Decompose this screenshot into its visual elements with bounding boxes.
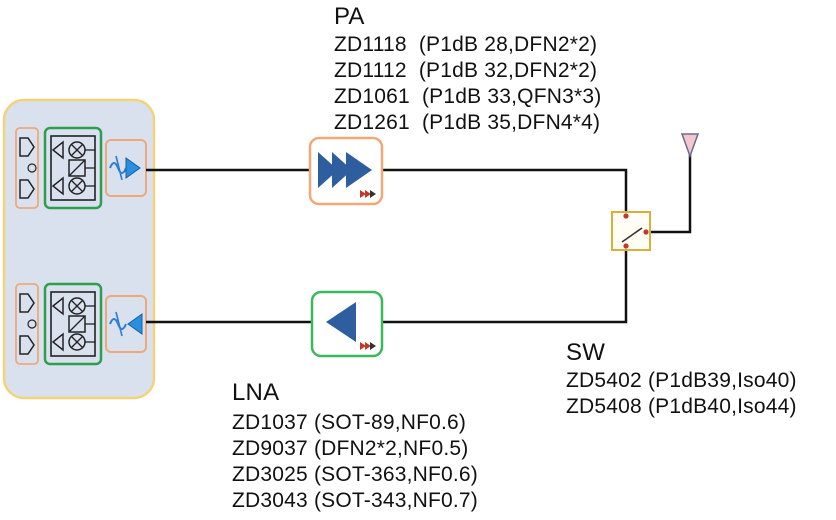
wires [146,152,692,324]
sw-part: ZD5408 (P1dB40,Iso44) [566,395,797,418]
pa-part: ZD1261 (P1dB 35,DFN4*4) [334,111,601,134]
lna-part: ZD3043 (SOT-343,NF0.7) [232,489,478,512]
sw-title: SW [566,339,606,366]
lna-part-list: ZD1037 (SOT-89,NF0.6) ZD9037 (DFN2*2,NF0… [232,410,478,514]
lna-amplifier-icon [310,290,384,358]
lna-part: ZD9037 (DFN2*2,NF0.5) [232,437,469,460]
switch-icon [611,211,651,251]
sw-part-list: ZD5402 (P1dB39,Iso40) ZD5408 (P1dB40,Iso… [566,368,797,420]
pa-part-list: ZD1118 (P1dB 28,DFN2*2) ZD1112 (P1dB 32,… [334,32,601,136]
transceiver-block [2,98,156,400]
lna-title: LNA [232,379,280,406]
pa-part: ZD1118 (P1dB 28,DFN2*2) [334,33,598,56]
sw-part: ZD5402 (P1dB39,Iso40) [566,369,797,392]
filter-rx-icon [105,295,147,353]
lna-part: ZD3025 (SOT-363,NF0.6) [232,463,478,486]
filter-tx-icon [105,139,147,197]
lna-part: ZD1037 (SOT-89,NF0.6) [232,411,467,434]
pa-part: ZD1061 (P1dB 33,QFN3*3) [334,85,602,108]
antenna-icon [680,133,700,159]
pa-amplifier-icon [308,136,384,206]
pa-part: ZD1112 (P1dB 32,DFN2*2) [334,59,598,82]
pa-title: PA [334,3,365,30]
